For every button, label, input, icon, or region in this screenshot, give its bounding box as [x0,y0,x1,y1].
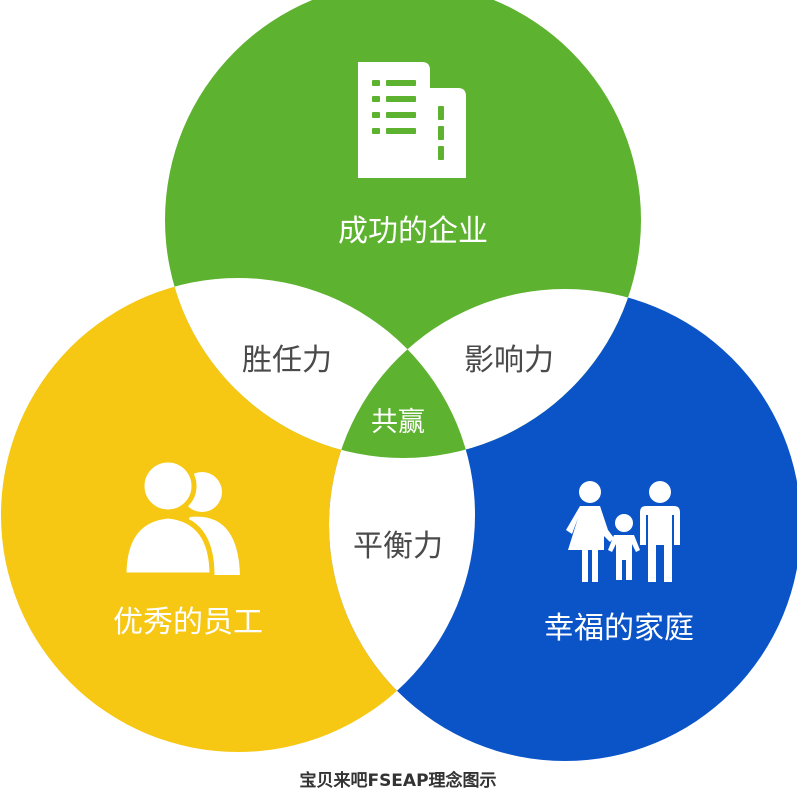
overlap-center [329,289,475,458]
circle-label-enterprise: 成功的企业 [338,214,488,249]
family-icon [566,481,680,582]
circle-label-family: 幸福的家庭 [544,611,694,646]
diagram-caption: 宝贝来吧FSEAP理念图示 [299,770,496,791]
overlap-label-employees-family: 平衡力 [353,529,443,564]
employees-icon [121,457,240,578]
overlap-enterprise-employees [165,278,475,458]
center-label: 共赢 [371,407,425,438]
overlap-label-enterprise-family: 影响力 [464,343,554,378]
overlap-label-enterprise-employees: 胜任力 [242,343,332,378]
office-building-icon [358,62,466,178]
circle-label-employees: 优秀的员工 [113,605,263,640]
